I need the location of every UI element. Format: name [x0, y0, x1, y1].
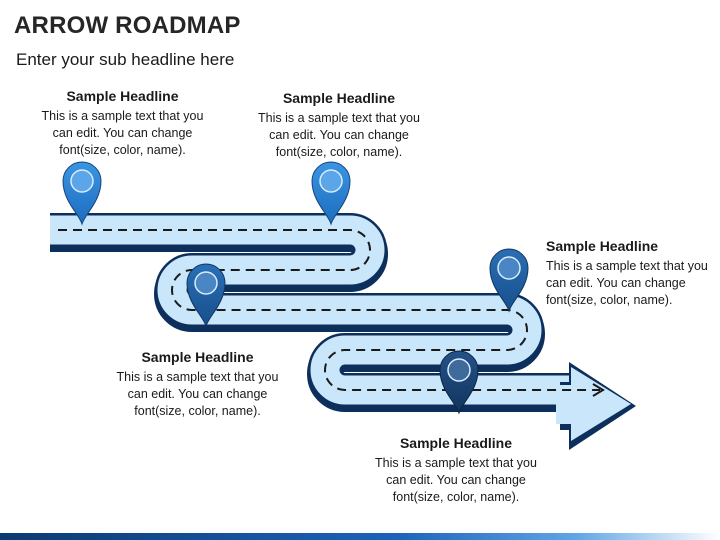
- map-pin-icon: [311, 161, 351, 226]
- road-center-line: [58, 229, 600, 391]
- callout-1: Sample Headline This is a sample text th…: [30, 88, 215, 159]
- road-arrowhead-fill: [556, 367, 631, 441]
- callout-text: This is a sample text that you can edit.…: [375, 456, 537, 504]
- callout-headline: Sample Headline: [66, 88, 179, 104]
- callout-text: This is a sample text that you can edit.…: [258, 111, 420, 159]
- callout-headline: Sample Headline: [546, 238, 659, 254]
- callout-headline: Sample Headline: [282, 90, 396, 106]
- callout-4: Sample Headline This is a sample text th…: [105, 349, 290, 420]
- callout-text: This is a sample text that you can edit.…: [41, 109, 204, 157]
- map-pin-icon: [439, 350, 479, 415]
- callout-text: This is a sample text that you can edit.…: [116, 370, 279, 418]
- footer-bar: [0, 533, 720, 540]
- callout-headline: Sample Headline: [399, 435, 513, 451]
- callout-5: Sample Headline This is a sample text th…: [366, 435, 546, 506]
- callout-2: Sample Headline This is a sample text th…: [248, 90, 430, 161]
- map-pin-icon: [62, 161, 102, 226]
- map-pin-icon: [186, 263, 226, 328]
- page-subtitle: Enter your sub headline here: [16, 50, 235, 69]
- callout-headline: Sample Headline: [141, 349, 254, 365]
- callout-text: This is a sample text that you can edit.…: [546, 259, 708, 307]
- page-title: ARROW ROADMAP: [14, 12, 241, 39]
- map-pin-icon: [489, 248, 529, 313]
- road-end-arrow: [592, 383, 605, 397]
- callout-3: Sample Headline This is a sample text th…: [546, 238, 718, 309]
